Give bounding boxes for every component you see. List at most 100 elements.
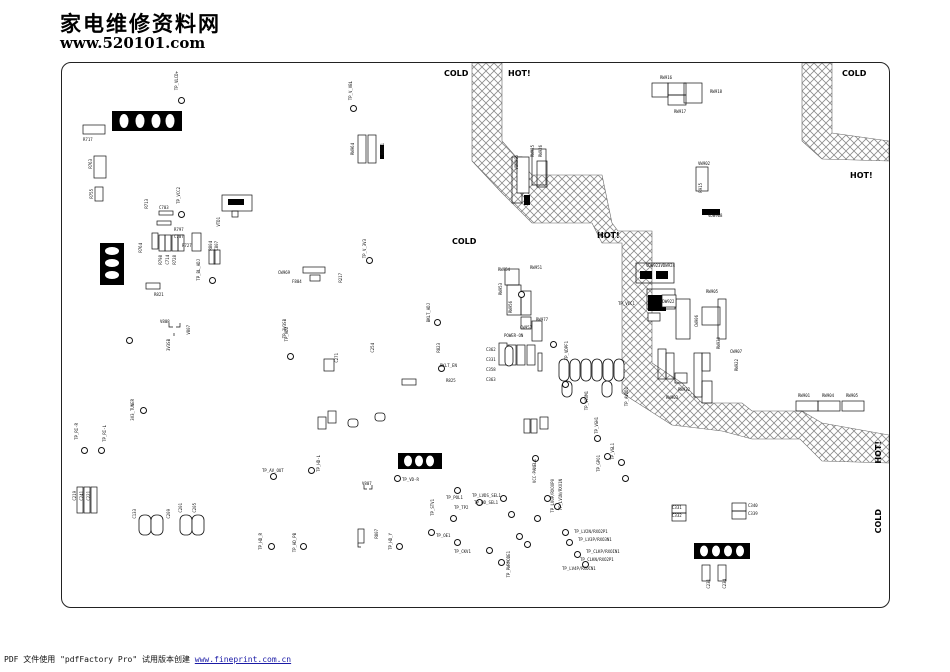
label-tp-av-out: TP_AV_OUT — [262, 468, 284, 473]
label-rw964: RW964 — [350, 143, 355, 156]
label-bklt-adj: BKLT_ADJ — [426, 303, 431, 323]
test-point — [594, 435, 601, 442]
label-rw922: RW922 — [734, 359, 739, 372]
label-tp-lv2: TP_LV2N/RXO2P1 — [574, 529, 608, 534]
label-c254: C254 — [370, 343, 375, 353]
zone-cold-top-right: COLD — [842, 69, 867, 78]
label-c271: C271 — [334, 353, 339, 363]
label-3v3-tuner: 3V3_TUNER — [130, 399, 135, 421]
label-vw902: VW902 — [698, 161, 711, 166]
test-point — [554, 503, 561, 510]
label-c221: C221 — [86, 491, 91, 501]
label-r804: R804 — [208, 241, 213, 251]
label-tp-v-vbl: TP_V_VBL — [348, 81, 353, 101]
label-c133: C133 — [132, 509, 137, 519]
test-point — [268, 543, 275, 550]
site-title: 家电维修资料网 — [60, 11, 221, 36]
footer-text: PDF 文件使用 "pdfFactory Pro" 试用版本创建 — [4, 655, 190, 664]
label-c234: C234 — [722, 579, 727, 589]
label-tp-hd-pb: TP_HD_PB — [292, 533, 297, 553]
label-cw906: CW906 — [694, 315, 699, 328]
label-r823: R823 — [436, 343, 441, 353]
label-rw904: RW904 — [822, 393, 835, 398]
test-point — [270, 473, 277, 480]
test-point — [532, 455, 539, 462]
label-tp-od-sel: TP_OD_SEL1 — [474, 500, 499, 505]
label-tp-lv0: TP_LV0P/RXOOP0 — [550, 479, 555, 513]
zone-hot-right: HOT! — [850, 171, 873, 180]
label-tp-bl-adj: TP_BL_ADJ — [196, 259, 201, 281]
test-point — [178, 97, 185, 104]
label-r807: R807 — [374, 529, 379, 539]
label-cw957: CW957 — [520, 325, 533, 330]
label-tp-vdpf: TP_VDPF1 — [564, 341, 569, 361]
test-point — [622, 475, 629, 482]
test-point — [454, 539, 461, 546]
label-rw905b: RW905 — [846, 393, 859, 398]
label-r728: R728 — [172, 255, 177, 265]
label-r915: R915 — [698, 183, 703, 193]
label-r825: R825 — [446, 378, 456, 383]
label-tp-lv1: TP_LV1N/RXO1N — [558, 479, 563, 511]
label-vtd1: VTD1 — [216, 217, 221, 227]
test-point — [396, 543, 403, 550]
zone-hot-middle: HOT! — [597, 231, 620, 240]
test-point — [582, 561, 589, 568]
test-point — [562, 529, 569, 536]
label-rw932: RW932 — [678, 387, 691, 392]
label-rw901: RW901 — [798, 393, 811, 398]
label-c703: C703 — [159, 205, 169, 210]
test-point — [140, 407, 147, 414]
label-c231: C231 — [706, 579, 711, 589]
label-rw925: RW925 — [530, 145, 535, 158]
label-c332: C332 — [672, 513, 682, 518]
test-point — [394, 475, 401, 482]
pdf-footer: PDF 文件使用 "pdfFactory Pro" 试用版本创建 www.fin… — [4, 654, 291, 665]
label-tp-tp2: TP_TP2 — [454, 505, 469, 510]
label-cw969: CW969 — [278, 270, 291, 275]
label-rw905: RW905 — [706, 289, 719, 294]
label-f804: F804 — [292, 279, 302, 284]
label-tp-vcom: TP_VCOM1 — [584, 391, 589, 411]
test-point — [178, 211, 185, 218]
zone-cold-top-left: COLD — [444, 69, 469, 78]
label-rw951: RW951 — [530, 265, 543, 270]
label-tp-ri-l: TP_RI-L — [102, 425, 107, 442]
test-point — [524, 541, 531, 548]
connector-middle — [398, 453, 442, 469]
label-tp-lv4: TP_LV4P/RXOCN1 — [562, 566, 596, 571]
label-c363: C363 — [486, 377, 496, 382]
test-point — [518, 291, 525, 298]
label-r717: R717 — [83, 137, 93, 142]
test-point — [98, 447, 105, 454]
test-point — [308, 467, 315, 474]
test-point — [438, 365, 445, 372]
test-point — [454, 487, 461, 494]
isolation-band-top-right — [801, 63, 889, 162]
label-c209: C209 — [166, 509, 171, 519]
label-tp-vdd: TP_VDD — [284, 327, 289, 342]
test-point — [500, 495, 507, 502]
label-r764: R764 — [138, 243, 143, 253]
label-tp-pol: TP_POL1 — [446, 495, 463, 500]
label-c331: C331 — [486, 357, 496, 362]
footer-link[interactable]: www.fineprint.com.cn — [194, 655, 292, 664]
label-c241: C241 — [79, 491, 84, 501]
test-point — [604, 453, 611, 460]
label-r727: R727 — [182, 243, 192, 248]
label-rw918: RW918 — [710, 89, 723, 94]
label-tp-vcc2: TP_VCC2 — [176, 187, 181, 204]
test-point — [486, 547, 493, 554]
label-tp-ckv: TP_CKV1 — [454, 549, 471, 554]
label-tp-gpo: TP_GPO1 — [596, 455, 601, 472]
label-c807: C807 — [214, 241, 219, 251]
test-point — [534, 515, 541, 522]
label-rw903: RW903 — [666, 395, 679, 400]
label-tp-lv3: TP_LV3P/RXO3N1 — [578, 537, 612, 542]
test-point — [574, 551, 581, 558]
pcb-artwork — [76, 63, 889, 582]
label-rw977: RW977 — [536, 317, 549, 322]
zone-cold-middle: COLD — [452, 237, 477, 246]
label-tp-vcc1: TP_VCC1 — [618, 301, 635, 306]
label-vcc-panel: VCC-PANEL1 — [532, 459, 537, 484]
